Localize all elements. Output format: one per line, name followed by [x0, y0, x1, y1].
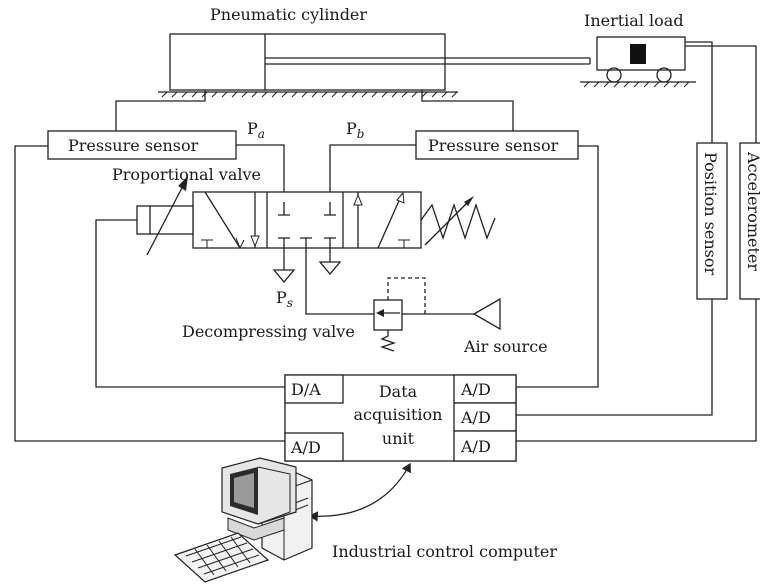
inertial-load	[580, 36, 696, 88]
air-source-label: Air source	[463, 337, 548, 356]
port-s-label: Ps	[276, 288, 293, 310]
line-load-to-accelerometer	[685, 45, 757, 143]
inertial-load-label: Inertial load	[584, 11, 684, 30]
line-sensor-a-to-valve	[236, 144, 285, 202]
wire-sensor-b-to-daq	[516, 145, 599, 388]
data-acquisition-unit: D/A A/D A/D A/D A/D Data acquisition uni…	[284, 374, 517, 462]
exhaust-right	[318, 248, 342, 276]
wire-accelerometer-to-daq	[516, 299, 757, 442]
position-sensor: Position sensor	[696, 142, 728, 300]
accelerometer: Accelerometer	[739, 142, 760, 300]
wire-position-sensor-to-daq	[516, 299, 713, 416]
proportional-valve	[136, 176, 496, 256]
wire-da-to-valve-solenoid	[95, 219, 285, 388]
line-cylinder-to-sensor-b	[421, 90, 514, 131]
pneumatic-cylinder-label: Pneumatic cylinder	[210, 5, 367, 24]
daq-ad-right-port-2: A/D	[460, 408, 491, 427]
industrial-computer-label: Industrial control computer	[332, 542, 557, 561]
proportional-valve-label: Proportional valve	[112, 165, 261, 184]
line-valve-to-decompressor	[305, 248, 374, 315]
pressure-sensor-b: Pressure sensor	[415, 130, 579, 160]
port-a-label: Pa	[247, 119, 265, 141]
daq-da-port: D/A	[291, 380, 321, 399]
line-load-to-position-sensor	[685, 41, 713, 143]
daq-ad-right-port-1: A/D	[460, 380, 491, 399]
computer-icon	[173, 457, 313, 583]
ground-hatch	[161, 91, 458, 98]
pneumatic-cylinder	[158, 33, 591, 98]
valve-spring	[420, 202, 496, 241]
port-b-label: Pb	[346, 119, 364, 141]
pressure-sensor-a: Pressure sensor	[47, 130, 237, 160]
accelerometer-label: Accelerometer	[744, 151, 760, 271]
exhaust-ps	[272, 248, 296, 284]
daq-ad-right-port-3: A/D	[460, 437, 491, 456]
decompressing-valve	[373, 277, 426, 352]
line-cylinder-to-sensor-a	[115, 90, 206, 131]
daq-ad-left-port: A/D	[290, 438, 321, 457]
daq-title-line1: Data	[379, 382, 418, 401]
air-source	[472, 297, 501, 331]
line-sensor-b-to-valve	[329, 144, 416, 202]
wire-sensor-a-to-daq	[14, 145, 285, 442]
decompressing-valve-label: Decompressing valve	[182, 322, 355, 341]
pressure-sensor-a-label: Pressure sensor	[68, 136, 199, 155]
daq-title-line3: unit	[382, 429, 415, 448]
pressure-sensor-b-label: Pressure sensor	[428, 136, 559, 155]
daq-title-line2: acquisition	[354, 405, 443, 424]
computer-daq-link	[308, 462, 411, 522]
position-sensor-label: Position sensor	[701, 152, 720, 275]
